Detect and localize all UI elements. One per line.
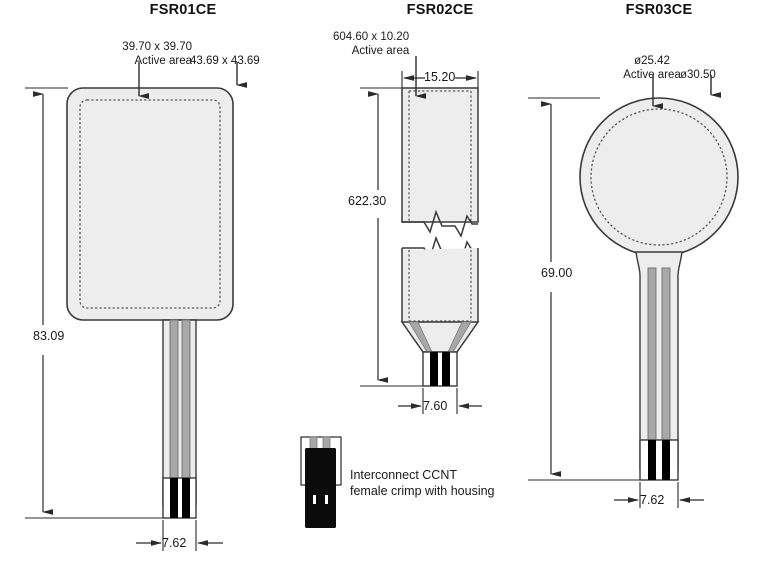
fsr01ce-sensor-body	[66, 87, 234, 321]
part-title-fsr03ce: FSR03CE	[625, 2, 693, 18]
fsr01ce-contact-pad-block	[162, 477, 197, 519]
fsr03ce-contact-pad-right	[662, 440, 670, 480]
part-fsr03ce	[528, 75, 739, 508]
part-title-fsr01ce: FSR01CE	[149, 2, 217, 18]
part-fsr01ce	[25, 62, 247, 551]
fsr03ce-tail-body	[635, 251, 683, 471]
fsr01ce-contact-pad-right	[182, 478, 190, 518]
fsr02ce-overall-length-dim: 622.30	[348, 194, 387, 208]
fsr01ce-active-area-callout-line2: Active area	[134, 55, 192, 67]
fsr02ce-strip-lower-body	[402, 248, 478, 322]
fsr02ce-active-area-callout-line2: Active area	[351, 45, 410, 57]
fsr02ce-contact-pad-left	[430, 352, 438, 386]
fsr03ce-contact-pad-block	[639, 439, 679, 481]
fsr03ce-contact-pad-left	[648, 440, 656, 480]
fsr01ce-active-area-callout-line1: 39.70 x 39.70	[122, 41, 192, 53]
fsr03ce-overall-length-dim: 69.00	[541, 266, 573, 280]
fsr01ce-tail-trace-right	[181, 319, 191, 506]
fsr02ce-break-line-upper	[402, 209, 478, 238]
fsr01ce-overall-length-dim: 83.09	[33, 329, 65, 343]
fsr02ce-strip-width-dim: 15.20	[424, 70, 456, 84]
part-fsr02ce	[360, 56, 482, 414]
fsr03ce-active-area-callout-line1: ø25.42	[634, 55, 670, 67]
interconnect-note-line1: Interconnect CCNT	[350, 468, 457, 482]
fsr01ce-contact-pad-left	[170, 478, 178, 518]
fsr03ce-active-area-outline	[590, 108, 728, 246]
fsr02ce-active-area-callout-line1: 604.60 x 10.20	[333, 31, 410, 43]
interconnect-housing-body	[305, 448, 336, 528]
fsr01ce-overall-size-callout: 43.69 x 43.69	[190, 55, 260, 67]
interconnect-crimp-slot-left	[313, 495, 316, 504]
interconnect-crimp-slot-right	[325, 495, 328, 504]
fsr03ce-tail-width-dim: 7.62	[640, 493, 665, 507]
fsr02ce-strip-upper-body	[401, 87, 479, 223]
fsr03ce-active-area-callout-line2: Active area	[623, 69, 681, 81]
fsr01ce-active-area-outline	[79, 99, 221, 309]
interconnect-inset	[300, 436, 342, 528]
fsr02ce-tail-body	[422, 351, 458, 387]
fsr02ce-contact-pad-right	[442, 352, 450, 386]
fsr03ce-sensor-body	[579, 97, 739, 257]
part-title-fsr02ce: FSR02CE	[406, 2, 474, 18]
fsr01ce-tail-trace-left	[169, 319, 179, 506]
fsr01ce-tail-body	[162, 319, 197, 506]
fsr02ce-tail-width-dim: 7.60	[423, 399, 448, 413]
interconnect-note-line2: female crimp with housing	[350, 484, 495, 498]
fsr01ce-tail-width-dim: 7.62	[162, 536, 187, 550]
fsr03ce-overall-diameter-callout: ø30.50	[680, 69, 716, 81]
